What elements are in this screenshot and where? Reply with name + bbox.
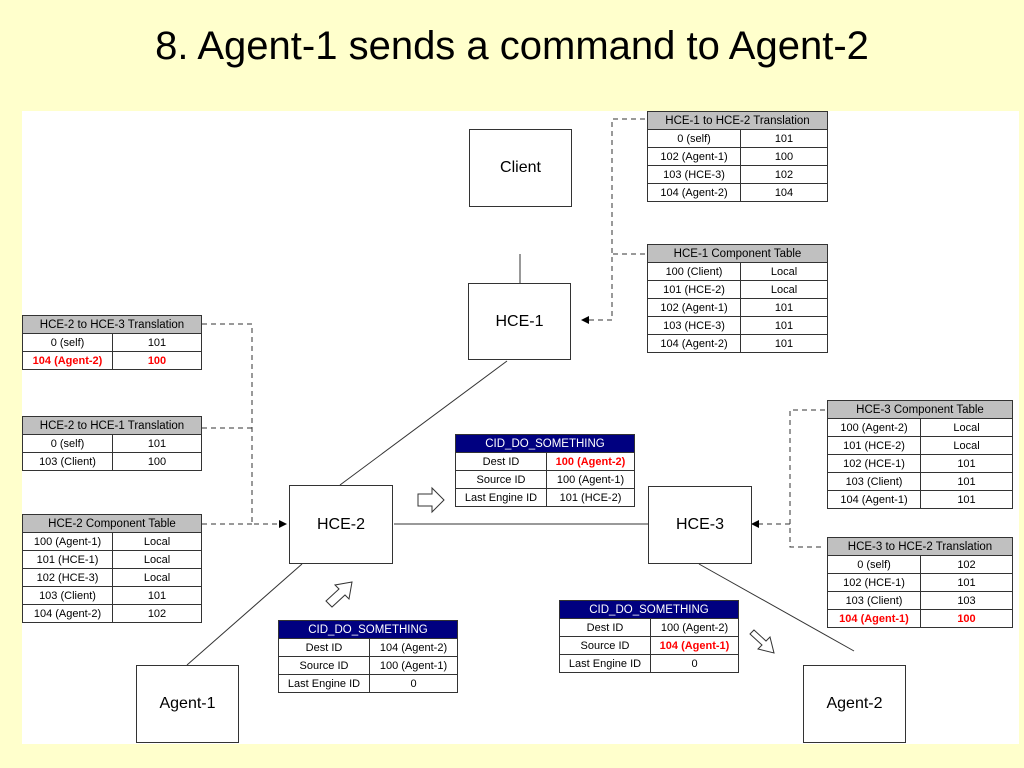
arrow-up-right-icon — [325, 581, 353, 608]
table-row: 104 (Agent-1)101 — [827, 490, 1013, 509]
arrow-right-icon — [417, 486, 445, 514]
table-row: 103 (Client)103 — [827, 591, 1013, 610]
table-header: HCE-1 Component Table — [647, 244, 828, 263]
agent1-node: Agent-1 — [136, 665, 239, 743]
hce3-component-table: HCE-3 Component Table 100 (Agent-2)Local… — [827, 400, 1013, 509]
table-row: 0 (self)102 — [827, 555, 1013, 574]
message-header: CID_DO_SOMETHING — [278, 620, 458, 639]
table-row: 104 (Agent-2)104 — [647, 183, 828, 202]
hce1-node: HCE-1 — [468, 283, 571, 360]
table-row: 103 (Client)101 — [827, 472, 1013, 491]
hce2-to-hce1-translation-table: HCE-2 to HCE-1 Translation 0 (self)101 1… — [22, 416, 202, 471]
hce1-component-table: HCE-1 Component Table 100 (Client)Local … — [647, 244, 828, 353]
table-row: 0 (self)101 — [22, 333, 202, 352]
table-row: 102 (HCE-3)Local — [22, 568, 202, 587]
ref-hce2-tables — [202, 323, 287, 528]
table-header: HCE-3 to HCE-2 Translation — [827, 537, 1013, 556]
table-row: 104 (Agent-2)102 — [22, 604, 202, 623]
table-row: 103 (HCE-3)102 — [647, 165, 828, 184]
ref-hce1-translation — [581, 118, 645, 324]
hce3-to-hce2-translation-table: HCE-3 to HCE-2 Translation 0 (self)102 1… — [827, 537, 1013, 628]
message-header: CID_DO_SOMETHING — [559, 600, 739, 619]
table-header: HCE-1 to HCE-2 Translation — [647, 111, 828, 130]
table-row: 102 (HCE-1)101 — [827, 573, 1013, 592]
table-row: 102 (Agent-1)101 — [647, 298, 828, 317]
client-node: Client — [469, 129, 572, 207]
table-row: 101 (HCE-1)Local — [22, 550, 202, 569]
hce2-component-table: HCE-2 Component Table 100 (Agent-1)Local… — [22, 514, 202, 623]
table-row: 101 (HCE-2)Local — [827, 436, 1013, 455]
table-row: 103 (HCE-3)101 — [647, 316, 828, 335]
link-hce3-agent2 — [698, 563, 855, 652]
table-row: 102 (Agent-1)100 — [647, 147, 828, 166]
table-row: 102 (HCE-1)101 — [827, 454, 1013, 473]
slide-title: 8. Agent-1 sends a command to Agent-2 — [155, 24, 869, 68]
agent2-node: Agent-2 — [803, 665, 906, 743]
hce2-node: HCE-2 — [289, 485, 393, 564]
table-row: 0 (self)101 — [647, 129, 828, 148]
table-header: HCE-2 to HCE-1 Translation — [22, 416, 202, 435]
table-row: 100 (Client)Local — [647, 262, 828, 281]
table-row: 103 (Client)100 — [22, 452, 202, 471]
link-hce1-hce2 — [339, 360, 508, 486]
table-header: HCE-2 Component Table — [22, 514, 202, 533]
diagram-canvas: Client HCE-1 HCE-2 HCE-3 Agent-1 Agent-2… — [22, 111, 1019, 744]
table-row: 104 (Agent-2)101 — [647, 334, 828, 353]
table-header: HCE-3 Component Table — [827, 400, 1013, 419]
table-row: 103 (Client)101 — [22, 586, 202, 605]
link-hce2-agent1 — [186, 563, 303, 666]
table-row-highlighted: 104 (Agent-2)100 — [22, 351, 202, 370]
table-row: 100 (Agent-2)Local — [827, 418, 1013, 437]
ref-hce3-tables — [789, 409, 825, 548]
hce1-to-hce2-translation-table: HCE-1 to HCE-2 Translation 0 (self)101 1… — [647, 111, 828, 202]
hce3-node: HCE-3 — [648, 486, 752, 564]
table-row: 100 (Agent-1)Local — [22, 532, 202, 551]
message-header: CID_DO_SOMETHING — [455, 434, 635, 453]
table-header: HCE-2 to HCE-3 Translation — [22, 315, 202, 334]
hce2-to-hce3-translation-table: HCE-2 to HCE-3 Translation 0 (self)101 1… — [22, 315, 202, 370]
arrow-down-right-icon — [749, 629, 775, 654]
table-row: 0 (self)101 — [22, 434, 202, 453]
table-row: 101 (HCE-2)Local — [647, 280, 828, 299]
connection-lines — [186, 118, 855, 666]
table-row-highlighted: 104 (Agent-1)100 — [827, 609, 1013, 628]
